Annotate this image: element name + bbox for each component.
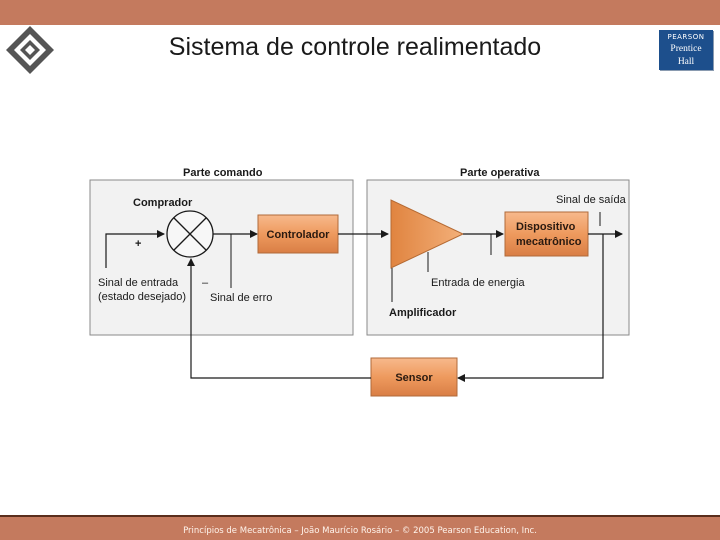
- minus-sign: –: [202, 277, 209, 289]
- error-signal-label: Sinal de erro: [210, 292, 272, 304]
- comparator-cross-b: [173, 217, 207, 251]
- sensor-block: [370, 357, 458, 397]
- comparator-label: Comprador: [133, 197, 193, 209]
- footer-text: Princípios de Mecatrônica – João Mauríci…: [183, 526, 537, 536]
- input-signal-arrow: [105, 230, 165, 268]
- publisher-logo-line1: PEARSON: [667, 33, 705, 41]
- top-bar: [0, 0, 720, 25]
- publisher-logo: PEARSON Prentice Hall: [659, 30, 713, 70]
- feedback-line-to-comparator: [187, 258, 371, 379]
- feedback-control-diagram: Parte comando Parte operativa + Sinal de…: [89, 167, 630, 397]
- amplifier-triangle: [390, 199, 465, 269]
- sensor-label: Sensor: [395, 372, 433, 384]
- slide-title: Sistema de controle realimentado: [168, 33, 542, 61]
- device-label-line1: Dispositivo: [516, 221, 576, 233]
- panel-operative-label: Parte operativa: [460, 167, 540, 179]
- output-signal-label: Sinal de saída: [556, 194, 627, 206]
- mechatronic-device-block: [504, 211, 589, 257]
- energy-input-label: Entrada de energia: [431, 277, 525, 289]
- diamond-logo-icon: [6, 26, 54, 74]
- controller-label: Controlador: [267, 229, 331, 241]
- publisher-logo-line3: Hall: [677, 57, 695, 67]
- panel-command-label: Parte comando: [183, 167, 263, 179]
- publisher-logo-line2: Prentice: [670, 44, 702, 54]
- device-label-line2: mecatrônico: [516, 236, 582, 248]
- command-panel: [89, 179, 354, 336]
- footer-bar: Princípios de Mecatrônica – João Mauríci…: [0, 515, 720, 540]
- input-label-line1: Sinal de entrada: [98, 277, 179, 289]
- feedback-line-to-sensor: [457, 234, 604, 382]
- plus-sign: +: [135, 238, 141, 250]
- input-label-line2: (estado desejado): [98, 291, 186, 303]
- amplifier-label: Amplificador: [389, 307, 457, 319]
